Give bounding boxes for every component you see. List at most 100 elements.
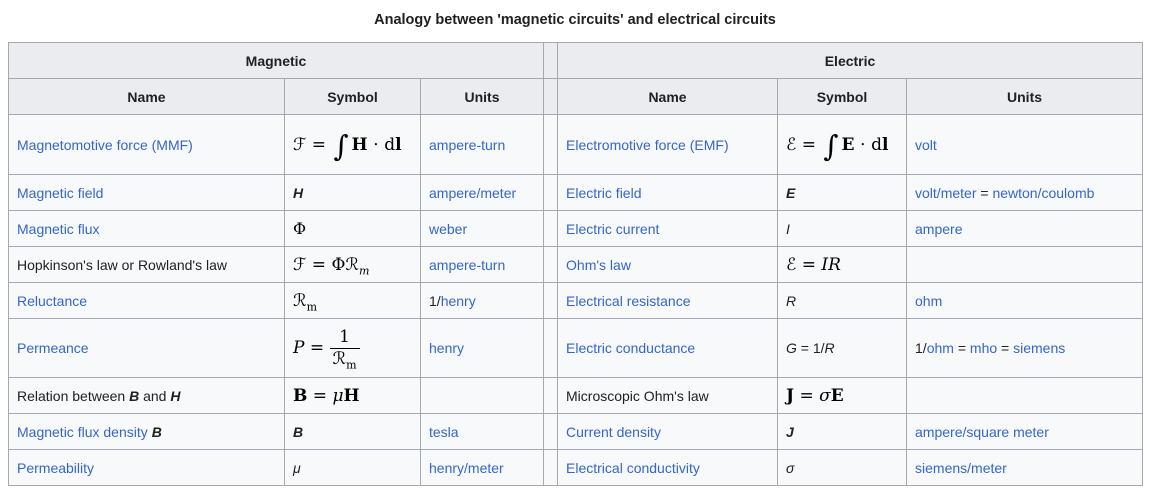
electric-units-header: Units: [906, 78, 1144, 115]
math-token: d: [871, 134, 882, 155]
link-henry[interactable]: henry: [440, 292, 476, 309]
link-henry-per-meter[interactable]: henry/meter: [429, 459, 504, 476]
link-ohm[interactable]: ohm: [915, 292, 943, 309]
link-electric-conductance[interactable]: Electric conductance: [566, 340, 696, 356]
link-electromotive-force[interactable]: Electromotive force (EMF): [566, 136, 729, 153]
spacer-cell: [543, 42, 559, 79]
cell-m-name: Magnetomotive force (MMF): [8, 114, 285, 175]
cell-e-symbol: ℰ = IR: [777, 246, 908, 283]
link-magnetic-flux[interactable]: Magnetic flux: [17, 220, 100, 237]
cell-e-name: Microscopic Ohm's law: [557, 377, 779, 414]
math-token: G: [786, 340, 797, 356]
link-permeability[interactable]: Permeability: [17, 459, 95, 476]
symbol-sigma: σ: [786, 459, 795, 476]
units-prefix: 1/: [429, 292, 441, 309]
cell-m-units: ampere/meter: [419, 174, 545, 211]
link-ampere[interactable]: ampere: [915, 220, 963, 237]
math-token: =: [306, 134, 332, 155]
link-newton-per-coulomb[interactable]: newton/coulomb: [992, 184, 1095, 201]
table-row: Permeability μ henry/meter Electrical co…: [8, 449, 1144, 486]
symbol-b: B: [151, 423, 162, 440]
cell-e-symbol: R: [777, 282, 908, 319]
link-electrical-resistance[interactable]: Electrical resistance: [566, 292, 691, 309]
link-ampere-turn[interactable]: ampere-turn: [429, 136, 506, 153]
link-electrical-conductivity[interactable]: Electrical conductivity: [566, 459, 700, 476]
symbol-reluctance: ℛm: [293, 291, 317, 312]
math-token: =: [796, 134, 822, 155]
math-token: P: [293, 337, 305, 358]
equals-text: =: [997, 340, 1014, 356]
cell-e-name: Electrical conductivity: [557, 449, 779, 486]
text-part: Relation between: [17, 387, 130, 404]
link-reluctance[interactable]: Reluctance: [17, 292, 88, 309]
link-electric-field[interactable]: Electric field: [566, 184, 642, 201]
cell-e-name: Electric current: [557, 210, 779, 247]
math-token: l: [395, 134, 402, 155]
link-magnetomotive-force[interactable]: Magnetomotive force (MMF): [17, 136, 193, 153]
link-volt[interactable]: volt: [915, 136, 937, 153]
cell-e-units: ampere: [906, 210, 1144, 247]
math-token: =: [304, 337, 330, 358]
spacer-cell: [543, 174, 559, 211]
link-ampere-turn[interactable]: ampere-turn: [429, 256, 506, 273]
conductance-formula: G = 1/R: [786, 340, 835, 356]
equals-text: =: [953, 340, 970, 356]
cell-m-units: henry: [419, 318, 545, 378]
cell-e-name: Electromotive force (EMF): [557, 114, 779, 175]
math-token: l: [881, 134, 889, 155]
table-row: Relation between B and H B = μH Microsco…: [8, 377, 1144, 414]
math-token: H: [343, 385, 360, 406]
link-ampere-per-square-meter[interactable]: ampere/square meter: [915, 423, 1049, 440]
math-token: H: [351, 134, 368, 155]
cell-m-symbol: Φ: [284, 210, 421, 247]
math-token: ℱ: [293, 134, 307, 155]
cell-e-units: volt/meter = newton/coulomb: [906, 174, 1144, 211]
link-tesla[interactable]: tesla: [429, 423, 459, 440]
link-siemens[interactable]: siemens: [1013, 340, 1066, 356]
hopkinson-law-text: Hopkinson's law or Rowland's law: [17, 256, 227, 273]
text-part: and: [139, 387, 171, 404]
symbol-r: R: [786, 292, 797, 309]
table-title: Analogy between 'magnetic circuits' and …: [374, 12, 776, 28]
link-weber[interactable]: weber: [429, 220, 468, 237]
math-token: = 1/: [796, 340, 825, 356]
link-magnetic-field[interactable]: Magnetic field: [17, 184, 104, 201]
link-siemens-per-meter[interactable]: siemens/meter: [915, 459, 1007, 476]
spacer-cell: [543, 210, 559, 247]
cell-e-name: Electric conductance: [557, 318, 779, 378]
math-token: ⋅: [367, 134, 385, 155]
link-volt-per-meter[interactable]: volt/meter: [915, 184, 977, 201]
cell-m-name: Permeability: [8, 449, 285, 486]
cell-m-name: Magnetic field: [8, 174, 285, 211]
math-token: σ: [819, 385, 831, 406]
math-token: ℰ: [786, 134, 797, 155]
math-token: E: [830, 385, 844, 406]
cell-m-units: [419, 377, 545, 414]
electric-symbol-header: Symbol: [777, 78, 908, 115]
cell-m-name: Relation between B and H: [8, 377, 285, 414]
link-electric-current[interactable]: Electric current: [566, 220, 660, 237]
link-ohm[interactable]: ohm: [926, 340, 954, 356]
magnetic-group-header: Magnetic: [7, 42, 545, 79]
spacer-cell: [543, 377, 559, 414]
link-ohms-law[interactable]: Ohm's law: [566, 256, 631, 273]
link-mho[interactable]: mho: [969, 340, 998, 356]
column-header-row: Name Symbol Units Name Symbol Units: [8, 78, 1144, 115]
cell-e-name: Electric field: [557, 174, 779, 211]
link-permeance[interactable]: Permeance: [17, 340, 89, 356]
cell-m-symbol: H: [284, 174, 421, 211]
units-prefix: 1/: [915, 340, 927, 356]
link-henry[interactable]: henry: [429, 340, 465, 356]
table-row: Magnetomotive force (MMF) ℱ = ∫H ⋅ dl am…: [8, 114, 1144, 175]
math-token: ⋅: [854, 134, 872, 155]
link-current-density[interactable]: Current density: [566, 423, 661, 440]
math-token: =: [796, 254, 822, 275]
cell-m-symbol: ℛm: [284, 282, 421, 319]
table-row: Magnetic flux Φ weber Electric current I…: [8, 210, 1144, 247]
math-token: ℛ: [332, 348, 347, 369]
link-magnetic-flux-density[interactable]: Magnetic flux density: [17, 423, 148, 440]
link-ampere-per-meter[interactable]: ampere/meter: [429, 184, 517, 201]
cell-e-units: [906, 246, 1144, 283]
